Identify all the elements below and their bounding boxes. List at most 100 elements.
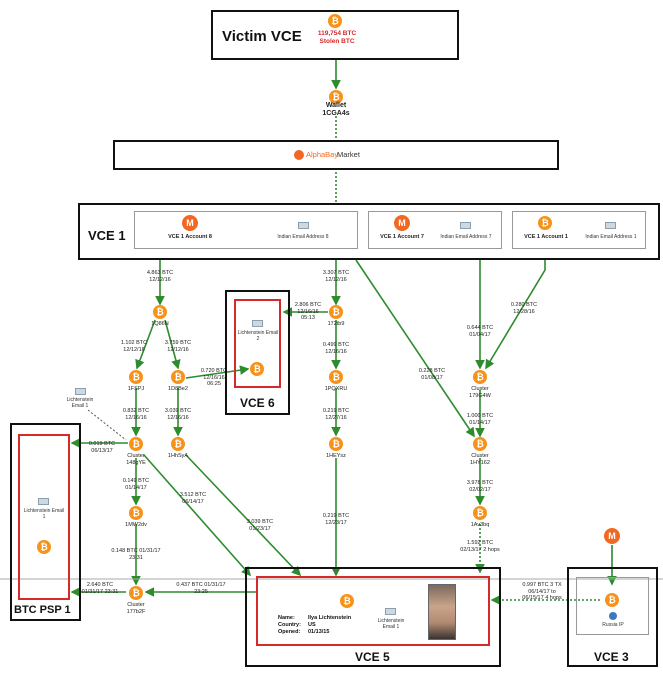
btc-psp1-title: BTC PSP 1 bbox=[14, 604, 71, 616]
alphabay-box bbox=[113, 140, 559, 170]
bitcoin-icon: ₿ bbox=[171, 437, 185, 451]
node-1heysz: 1HEYsz bbox=[326, 453, 346, 459]
tx-0228: 0.228 BTC 01/08/17 bbox=[418, 368, 446, 381]
tx-0832: 0.832 BTC 12/16/16 bbox=[122, 408, 150, 421]
tx-0219a: 0.219 BTC 12/27/16 bbox=[322, 408, 350, 421]
vce5-country-value: US bbox=[308, 622, 316, 628]
tx-0499: 0.499 BTC 12/16/16 bbox=[322, 342, 350, 355]
vce1-email7: Indian Email Address 7 bbox=[440, 234, 492, 240]
node-cluster1hy: Cluster 1HY162 bbox=[470, 453, 490, 466]
bitcoin-icon: ₿ bbox=[329, 370, 343, 384]
floating-email: Lichtenstein Email 1 bbox=[66, 397, 94, 409]
tx-3512: 3.512 BTC 06/14/17 bbox=[179, 492, 207, 505]
vce5-opened-value: 01/13/15 bbox=[308, 629, 330, 635]
vce5-name-value: Ilya Lichtenstein bbox=[308, 615, 352, 621]
tx-2806: 2.806 BTC 12/16/16 05:13 bbox=[294, 302, 322, 321]
victim-vce-title: Victim VCE bbox=[222, 28, 302, 45]
email-icon bbox=[385, 608, 396, 615]
tx-0219b: 0.219 BTC 12/23/17 bbox=[322, 513, 350, 526]
vce1-title: VCE 1 bbox=[88, 228, 126, 243]
tx-0997: 0.997 BTC 3 TX 06/14/17 to 06/15/17 4 ho… bbox=[522, 582, 562, 601]
tx-0720: 0.720 BTC 12/16/16 06:25 bbox=[200, 368, 228, 387]
tx-0019: 0.019 BTC 06/13/17 bbox=[88, 441, 116, 454]
bitcoin-icon: ₿ bbox=[329, 437, 343, 451]
psp-email: Lichtenstein Email 1 bbox=[23, 508, 65, 520]
wallet-label: Wallet bbox=[325, 102, 347, 109]
vce5-box bbox=[245, 567, 501, 667]
node-1q86n: 1Q86N bbox=[151, 321, 169, 327]
wallet-id: 1CGA4s bbox=[322, 110, 350, 117]
vce5-red-box bbox=[256, 576, 490, 646]
tx-0149: 0.149 BTC 01/14/17 bbox=[122, 478, 150, 491]
bitcoin-icon: ₿ bbox=[153, 305, 167, 319]
tx-4863: 4.863 BTC 12/12/16 bbox=[146, 270, 174, 283]
vce5-title: VCE 5 bbox=[355, 650, 390, 664]
node-1hhsya: 1HhSyA bbox=[167, 453, 189, 459]
node-1d8be2: 1D8Be2 bbox=[168, 386, 188, 392]
vce5-name-key: Name: bbox=[278, 615, 295, 621]
vce5-opened-key: Opened: bbox=[278, 629, 301, 635]
vce1-account7-label: VCE 1 Account 7 bbox=[380, 234, 424, 240]
vce1-account1-label: VCE 1 Account 1 bbox=[524, 234, 568, 240]
email-icon bbox=[298, 222, 309, 229]
vce5-email: Lichtenstein Email 1 bbox=[377, 618, 405, 630]
email-icon bbox=[605, 222, 616, 229]
globe-icon bbox=[609, 612, 617, 620]
vce5-country-key: Country: bbox=[278, 622, 301, 628]
bitcoin-icon: ₿ bbox=[129, 506, 143, 520]
vce6-red-box bbox=[234, 299, 281, 388]
vce3-title: VCE 3 bbox=[594, 650, 629, 664]
bitcoin-icon: ₿ bbox=[129, 586, 143, 600]
vce1-account8-box bbox=[134, 211, 358, 249]
vce6-box bbox=[225, 290, 290, 415]
bitcoin-icon: ₿ bbox=[328, 14, 342, 28]
node-1av3bq: 1Av3bq bbox=[470, 522, 490, 528]
node-172tb9: 172tb9 bbox=[327, 321, 345, 327]
node-1pqxru: 1PQXRU bbox=[324, 386, 348, 392]
vce3-box bbox=[567, 567, 658, 667]
tx-1592: 1.592 BTC 02/13/17 2 hops bbox=[460, 540, 500, 553]
vce1-account7-box bbox=[368, 211, 502, 249]
node-1mw2dv: 1MW2dv bbox=[125, 522, 147, 528]
tx-0644: 0.644 BTC 01/04/17 bbox=[466, 325, 494, 338]
vce1-account1-box bbox=[512, 211, 646, 249]
vce6-email: Lichtenstein Email 2 bbox=[237, 330, 279, 342]
tx-2640: 2.640 BTC 01/31/17 23:31 bbox=[81, 582, 119, 595]
tx-3759: 3.759 BTC 12/12/16 bbox=[164, 340, 192, 353]
tx-0280: 0.280 BTC 12/28/16 bbox=[510, 302, 538, 315]
tx-3039a: 3.039 BTC 12/16/16 bbox=[164, 408, 192, 421]
node-cluster148: Cluster 148gYE bbox=[126, 453, 146, 466]
tx-3039b: 3.039 BTC 01/23/17 bbox=[246, 519, 274, 532]
tx-1102: 1.102 BTC 12/12/16 bbox=[120, 340, 148, 353]
victim-amount: 119,754 BTC bbox=[317, 30, 357, 37]
vce1-account8-label: VCE 1 Account 8 bbox=[168, 234, 212, 240]
vce3-inner-box bbox=[576, 577, 649, 635]
monero-icon: M bbox=[394, 215, 410, 231]
victim-stolen-label: Stolen BTC bbox=[319, 38, 355, 45]
suspect-photo bbox=[428, 584, 456, 640]
vce1-email1: Indian Email Address 1 bbox=[585, 234, 637, 240]
bitcoin-icon: ₿ bbox=[329, 305, 343, 319]
vce6-title: VCE 6 bbox=[240, 396, 275, 410]
bitcoin-icon: ₿ bbox=[171, 370, 185, 384]
monero-icon: M bbox=[604, 528, 620, 544]
bitcoin-icon: ₿ bbox=[340, 594, 354, 608]
btc-psp1-red-box bbox=[18, 434, 70, 600]
node-cluster177: Cluster 177b2F bbox=[126, 602, 146, 615]
alphabay-market: Market bbox=[337, 150, 360, 159]
email-icon bbox=[38, 498, 49, 505]
node-1fspj: 1FSPJ bbox=[127, 386, 145, 392]
vce3-ip: Russia IP bbox=[602, 622, 624, 628]
alphabay-logo-icon bbox=[294, 150, 304, 160]
tx-1000: 1.000 BTC 01/14/17 bbox=[466, 413, 494, 426]
tx-0148: 0.148 BTC 01/31/17 23:31 bbox=[111, 548, 161, 561]
bitcoin-icon: ₿ bbox=[605, 593, 619, 607]
bitcoin-icon: ₿ bbox=[129, 437, 143, 451]
bitcoin-icon: ₿ bbox=[250, 362, 264, 376]
btc-psp1-box bbox=[10, 423, 81, 621]
bitcoin-icon: ₿ bbox=[473, 506, 487, 520]
vce1-email8: Indian Email Address 8 bbox=[277, 234, 329, 240]
alphabay-name: AlphaBay bbox=[306, 150, 339, 159]
bitcoin-icon: ₿ bbox=[129, 370, 143, 384]
